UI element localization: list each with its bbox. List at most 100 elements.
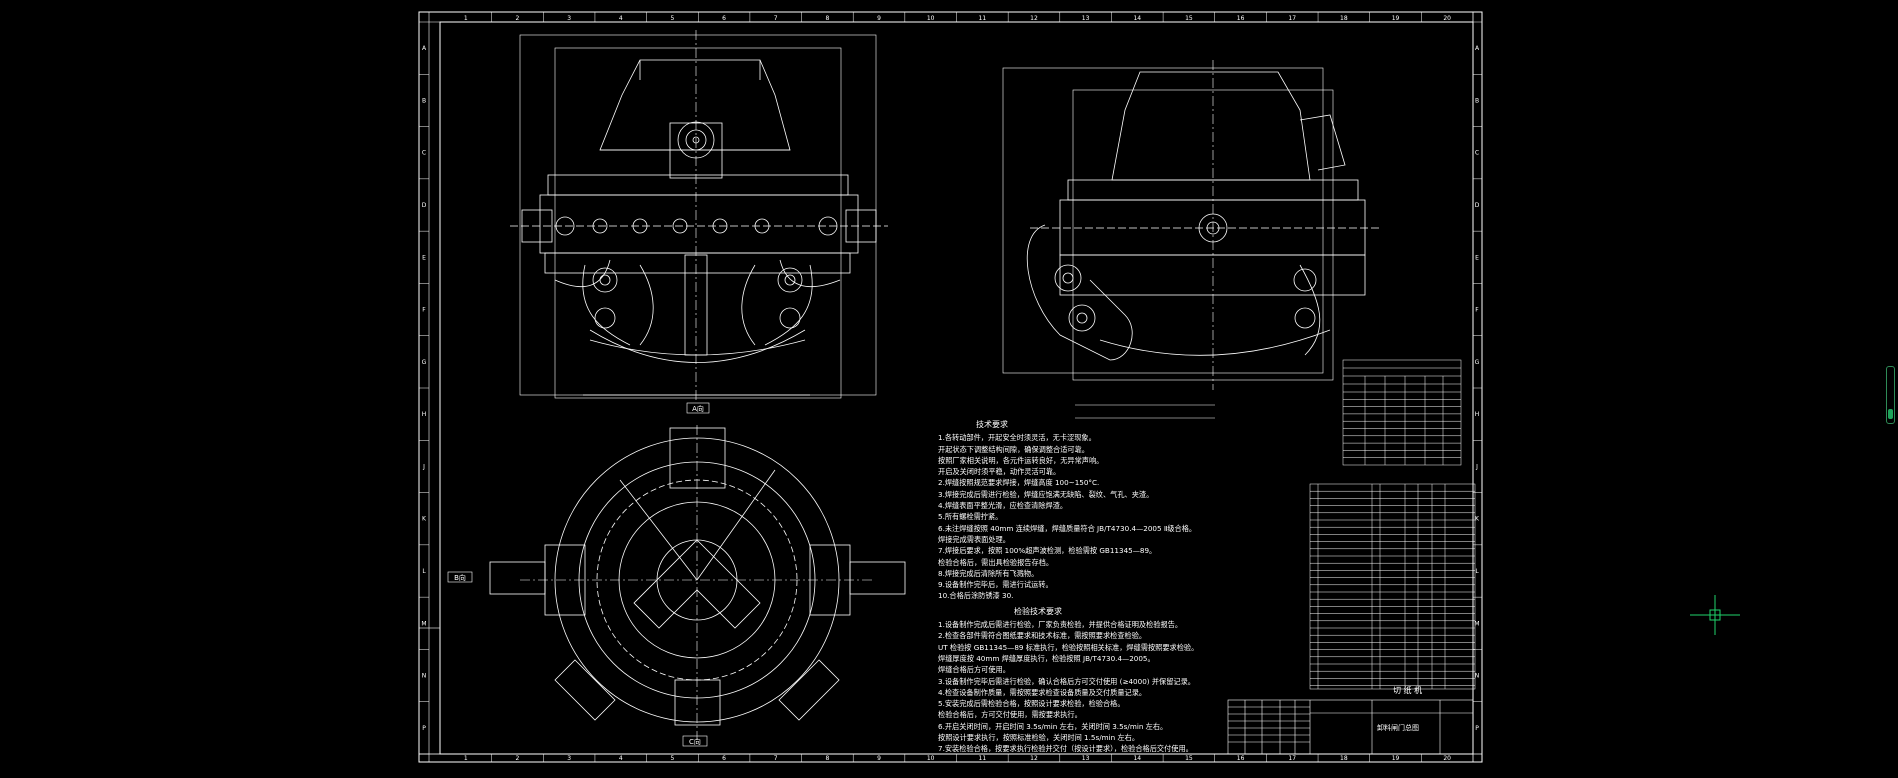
frame-row-letter: P (422, 725, 426, 732)
note-line: 3.设备制作完毕后需进行检验，确认合格后方可交付使用 (≥4000) 并保留记录… (938, 676, 1195, 686)
note-line: 检验合格后，需出具检验报告存档。 (938, 557, 1054, 567)
frame-row-letter: J (422, 463, 425, 470)
note-line: 按照厂家相关说明，各元件运转良好，无异常声响。 (938, 455, 1104, 465)
frame-row-letter: A (1475, 45, 1480, 52)
frame-row-letter: H (1475, 411, 1480, 418)
frame-row-letter: H (422, 411, 427, 418)
frame-row-letter: G (1475, 359, 1480, 366)
frame-col-number: 8 (825, 15, 829, 22)
frame-row-letter: N (1475, 673, 1480, 680)
frame-col-number: 12 (1030, 755, 1038, 762)
frame-row-letter: A (422, 45, 427, 52)
frame-col-number: 6 (722, 755, 726, 762)
frame-row-letter: P (1475, 725, 1479, 732)
frame-col-number: 15 (1185, 15, 1193, 22)
label-section-a: A向 (692, 404, 704, 413)
frame-row-letter: F (422, 307, 426, 314)
frame-row-letter: L (1475, 568, 1479, 575)
note-line: 9.设备制作完毕后，需进行试运转。 (938, 580, 1053, 590)
note-line: 4.检查设备制作质量，需按照要求检查设备质量及交付质量记录。 (938, 687, 1147, 697)
note-line: 6.未注焊缝按照 40mm 连续焊缝，焊缝质量符合 JB/T4730.4—200… (938, 523, 1197, 533)
frame-grid-ticks: 1122334455667788991010111112121313141415… (419, 12, 1482, 762)
frame-col-number: 19 (1392, 15, 1400, 22)
frame-col-number: 17 (1288, 15, 1296, 22)
side-view (1002, 60, 1380, 419)
frame-col-number: 13 (1082, 755, 1090, 762)
note-line: 7.焊接后要求，按照 100%超声波检测，检验需按 GB11345—89。 (938, 546, 1157, 556)
frame-row-letter: J (1475, 463, 1478, 470)
frame-col-number: 15 (1185, 755, 1193, 762)
frame-col-number: 18 (1340, 755, 1348, 762)
note-line: 焊缝厚度按 40mm 焊缝厚度执行，检验按照 JB/T4730.4—2005。 (938, 653, 1155, 663)
frame-col-number: 4 (619, 15, 623, 22)
note-line: 3.焊接完成后需进行检验，焊缝应饱满无缺陷、裂纹、气孔、夹渣。 (938, 489, 1154, 499)
note-line: 7.安装检验合格，按要求执行检验并交付（按设计要求），检验合格后交付使用。 (938, 744, 1193, 754)
frame-col-number: 3 (567, 15, 571, 22)
frame-col-number: 11 (979, 15, 987, 22)
frame-row-letter: C (1475, 150, 1479, 157)
note-line: 1.设备制作完成后需进行检验，厂家负责检验，并提供合格证明及检验报告。 (938, 620, 1183, 630)
frame-col-number: 11 (979, 755, 987, 762)
note-line: 10.合格后涂防锈漆 30. (938, 591, 1014, 601)
frame-col-number: 9 (877, 15, 881, 22)
frame-col-number: 17 (1288, 755, 1296, 762)
frame-row-letter: K (422, 516, 427, 523)
frame-col-number: 14 (1133, 755, 1141, 762)
frame-col-number: 20 (1443, 755, 1451, 762)
note-line: 5.安装完成后需检验合格，按照设计要求检验，检验合格。 (938, 699, 1125, 709)
note-line: 2.焊缝按照规范要求焊接，焊缝高度 100~150°C. (938, 478, 1100, 488)
note-line: 检验合格后，方可交付使用，需按要求执行。 (938, 710, 1082, 720)
note-line: 8.焊接完成后清除所有飞溅物。 (938, 568, 1039, 578)
frame-row-letter: B (422, 97, 426, 104)
frame-col-number: 20 (1443, 15, 1451, 22)
frame-col-number: 2 (516, 15, 520, 22)
note-line: 焊缝合格后方可使用。 (938, 665, 1010, 675)
notes-title-1: 技术要求 (976, 420, 1008, 429)
front-view (510, 30, 888, 400)
title-block (1227, 699, 1474, 755)
note-line: 6.开启关闭时间，开启时间 3.5s/min 左右，关闭时间 3.5s/min … (938, 721, 1168, 731)
frame-col-number: 12 (1030, 15, 1038, 22)
crosshair-cursor (1690, 595, 1740, 635)
parts-list (1309, 483, 1476, 690)
frame-col-number: 6 (722, 15, 726, 22)
frame-col-number: 5 (671, 755, 675, 762)
frame-col-number: 19 (1392, 755, 1400, 762)
frame-col-number: 7 (774, 15, 778, 22)
label-section-b: B向 (454, 573, 466, 582)
frame-row-letter: F (1475, 307, 1479, 314)
parameter-table (1342, 359, 1462, 466)
frame-col-number: 2 (516, 755, 520, 762)
frame-row-letter: M (421, 620, 426, 627)
frame-row-letter: M (1474, 620, 1479, 627)
frame-row-letter: L (422, 568, 426, 575)
frame-row-letter: K (1475, 516, 1480, 523)
frame-row-letter: E (422, 254, 426, 261)
note-line: 5.所有螺栓需拧紧。 (938, 512, 1003, 522)
frame-col-number: 16 (1237, 15, 1245, 22)
frame-col-number: 4 (619, 755, 623, 762)
frame-col-number: 14 (1133, 15, 1141, 22)
frame-row-letter: D (1475, 202, 1480, 209)
frame-col-number: 13 (1082, 15, 1090, 22)
frame-col-number: 10 (927, 15, 935, 22)
notes-title-2: 检验技术要求 (1014, 606, 1062, 616)
vertical-scrollbar[interactable] (1886, 366, 1895, 424)
note-line: 开起状态下调整结构间隙，确保调整合适可靠。 (938, 444, 1089, 454)
scrollbar-thumb[interactable] (1888, 409, 1893, 419)
note-line: 按照设计要求执行，按照标准检验，关闭时间 1.5s/min 左右。 (938, 733, 1140, 743)
frame-col-number: 8 (825, 755, 829, 762)
frame-col-number: 10 (927, 755, 935, 762)
frame-col-number: 9 (877, 755, 881, 762)
frame-col-number: 3 (567, 755, 571, 762)
note-line: UT 检验按 GB11345—89 标准执行，检验按照相关标准，焊缝需按照要求检… (938, 642, 1199, 652)
frame-row-letter: E (1475, 254, 1479, 261)
note-line: 4.焊缝表面平整光滑，应检查清除焊渣。 (938, 501, 1068, 511)
title-drawing-name: 卸料闸门总图 (1377, 723, 1419, 732)
frame-row-letter: G (422, 359, 427, 366)
frame-row-letter: C (422, 150, 426, 157)
title-company: 切 纸 机 (1393, 685, 1422, 695)
frame-col-number: 16 (1237, 755, 1245, 762)
